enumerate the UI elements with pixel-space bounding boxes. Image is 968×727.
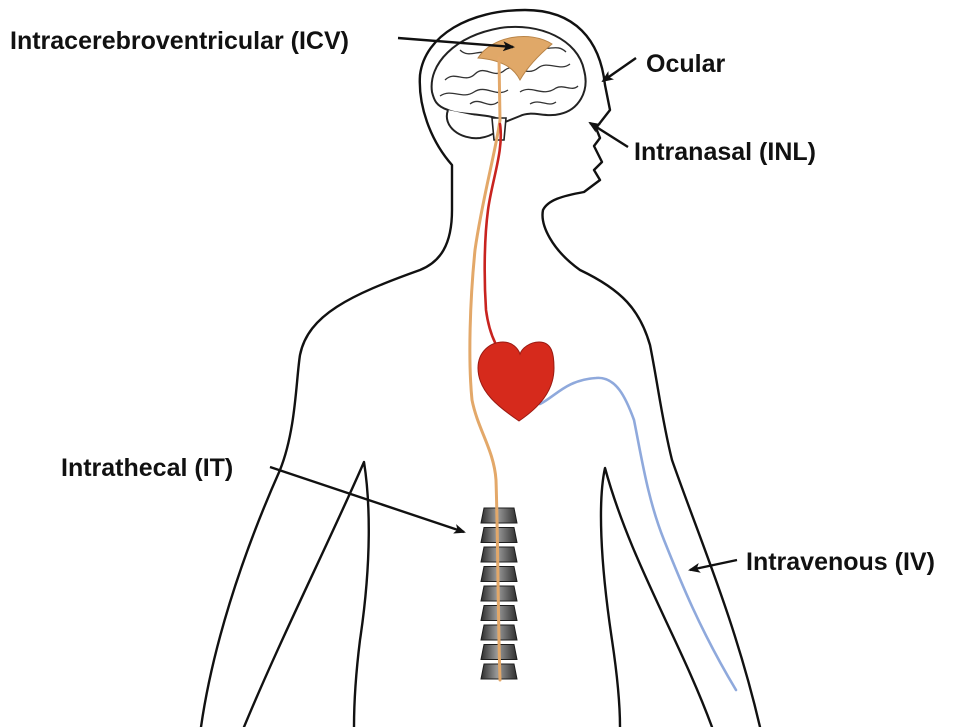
vein-line [540,378,736,690]
artery-line [485,124,508,362]
left-inner-arm-outline [244,462,369,727]
label-intravenous: Intravenous (IV) [746,548,935,576]
label-intrathecal: Intrathecal (IT) [61,454,233,482]
label-intranasal: Intranasal (INL) [634,138,816,166]
label-ocular: Ocular [646,50,725,78]
ocular-arrow [603,58,636,81]
vertebra [481,528,517,543]
right-inner-arm-outline [601,468,712,727]
heart-icon [478,342,554,421]
vertebra [481,508,517,523]
label-icv: Intracerebroventricular (ICV) [10,27,349,55]
intravenous-arrow [690,560,737,570]
